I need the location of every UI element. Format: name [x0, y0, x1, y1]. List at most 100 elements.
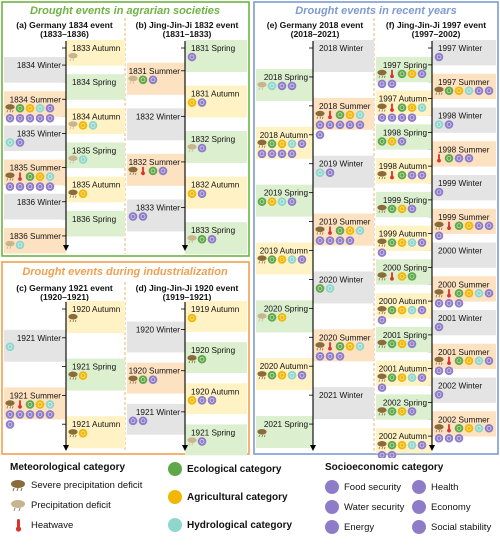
chart-icon — [345, 236, 355, 245]
panel-b-title: (b) Jing-Jin-Ji 1832 event — [136, 20, 239, 30]
droplet-icon — [5, 113, 15, 123]
panel-f-left-7-label: 2000 Autumn — [379, 297, 428, 306]
people-icon — [197, 437, 207, 446]
wave-icon — [88, 121, 98, 130]
panel-d: (d) Jing-Jin-Ji 1920 event(1919–1921)191… — [127, 283, 247, 456]
panel-f-left-2-label: 1998 Spring — [383, 128, 428, 137]
legend-hydrological: Hydrological category — [168, 518, 292, 532]
bolt-icon — [25, 182, 35, 191]
legend-energy-label: Energy — [344, 521, 375, 533]
shield-icon — [5, 182, 15, 191]
droplet-icon — [434, 298, 444, 308]
legend-water-label: Water security — [344, 501, 405, 513]
crop-icon — [277, 370, 287, 380]
severe-precip-icon — [377, 171, 387, 180]
crop-icon — [35, 400, 45, 409]
legend-water: Water security — [325, 500, 404, 514]
severe-precip-icon — [434, 424, 444, 433]
crop-icon — [168, 490, 182, 504]
people-icon — [197, 395, 207, 405]
panel-f-left-6-label: 2000 Spring — [383, 263, 428, 272]
wave-icon — [407, 305, 417, 315]
severe-precip-icon — [377, 306, 387, 315]
drought-diagram: Drought events in agrarian societies Dro… — [1, 1, 499, 458]
leaf-icon — [454, 221, 464, 231]
severe-precip-icon — [257, 255, 267, 264]
crop-icon — [187, 395, 197, 405]
severe-precip-icon — [68, 429, 78, 438]
section-title-recent: Drought events in recent years — [295, 5, 456, 17]
wave-icon — [355, 110, 365, 120]
recent-frame — [253, 1, 499, 455]
thermometer-icon — [328, 341, 332, 351]
panel-b-right-3-label: 1832 Autumn — [191, 181, 240, 190]
heart-icon — [277, 81, 287, 91]
precip-icon — [257, 313, 267, 322]
bolt-icon — [335, 120, 345, 130]
chart-icon — [335, 351, 345, 361]
crop-icon — [277, 139, 287, 149]
legend-hydrological-label: Hydrological category — [187, 519, 293, 531]
wave-icon — [407, 373, 417, 382]
wave-icon — [287, 139, 297, 149]
crop-icon — [464, 288, 474, 298]
droplet-icon — [484, 221, 494, 231]
leaf-icon — [387, 407, 397, 416]
crop-icon — [345, 226, 355, 235]
wave-icon — [267, 81, 277, 91]
droplet-icon — [297, 255, 307, 264]
droplet-icon — [377, 383, 387, 392]
severe-precip-icon — [128, 166, 138, 175]
severe-precip-icon — [434, 289, 444, 298]
legend-severe-precip-label: Severe precipitation deficit — [31, 479, 143, 491]
chart-icon — [355, 120, 365, 130]
droplet-icon — [287, 197, 297, 206]
section-title-industrial: Drought events during industrialization — [22, 266, 228, 278]
leaf-icon — [454, 356, 464, 366]
panel-f-right-9-label: 2001 Summer — [438, 348, 490, 357]
panel-d-right-1-label: 1920 Spring — [191, 346, 236, 355]
legend-meteorological-title: Meteorological category — [10, 462, 126, 473]
panel-f-right-9-band — [432, 343, 496, 370]
crop-icon — [78, 189, 88, 198]
crop-icon — [397, 272, 407, 281]
panel-d-left-0-band — [127, 321, 185, 353]
panel-f-left-1-label: 1997 Autumn — [379, 95, 428, 104]
panel-e-right-1-label: 2018 Summer — [319, 102, 371, 111]
panel-f-right-1-label: 1997 Summer — [438, 78, 490, 87]
heart-icon — [397, 113, 407, 122]
leaf-icon — [257, 197, 267, 206]
panel-c-title: (c) Germany 1921 event — [16, 283, 113, 293]
wave-icon — [474, 288, 484, 298]
panel-d-right-3-label: 1921 Spring — [191, 428, 236, 437]
panel-b-left-1-band — [127, 108, 185, 141]
people-icon — [138, 416, 148, 426]
panel-f-right-2-label: 1998 Winter — [438, 112, 482, 121]
panel-a-left-5-band — [4, 227, 66, 254]
panel-e-period: (2018–2021) — [291, 29, 340, 39]
droplet-icon — [377, 79, 387, 89]
panel-e-right-0-label: 2018 Winter — [319, 44, 363, 53]
panel-e-left-5-label: 2020 Autumn — [260, 362, 309, 371]
chart-icon — [387, 79, 397, 89]
precip-icon — [68, 121, 78, 130]
people-icon — [158, 166, 168, 176]
precip-icon — [5, 240, 15, 250]
severe-precip-icon — [257, 139, 267, 148]
leaf-icon — [138, 375, 148, 385]
crop-icon — [397, 440, 407, 450]
bolt-icon — [25, 410, 35, 419]
panel-d-period: (1919–1921) — [163, 292, 212, 302]
leaf-icon — [315, 284, 325, 293]
panel-f-right-2-band — [432, 107, 496, 133]
leaf-icon — [397, 170, 407, 180]
shield-icon — [315, 120, 325, 130]
panel-f-right-11-band — [432, 411, 496, 437]
precip-icon — [257, 81, 267, 91]
legend-heatwave: Heatwave — [10, 518, 73, 532]
droplet-icon — [297, 370, 307, 380]
panel-e-title: (e) Germany 2018 event — [267, 20, 364, 30]
panel-f-right-4-band — [432, 175, 496, 201]
